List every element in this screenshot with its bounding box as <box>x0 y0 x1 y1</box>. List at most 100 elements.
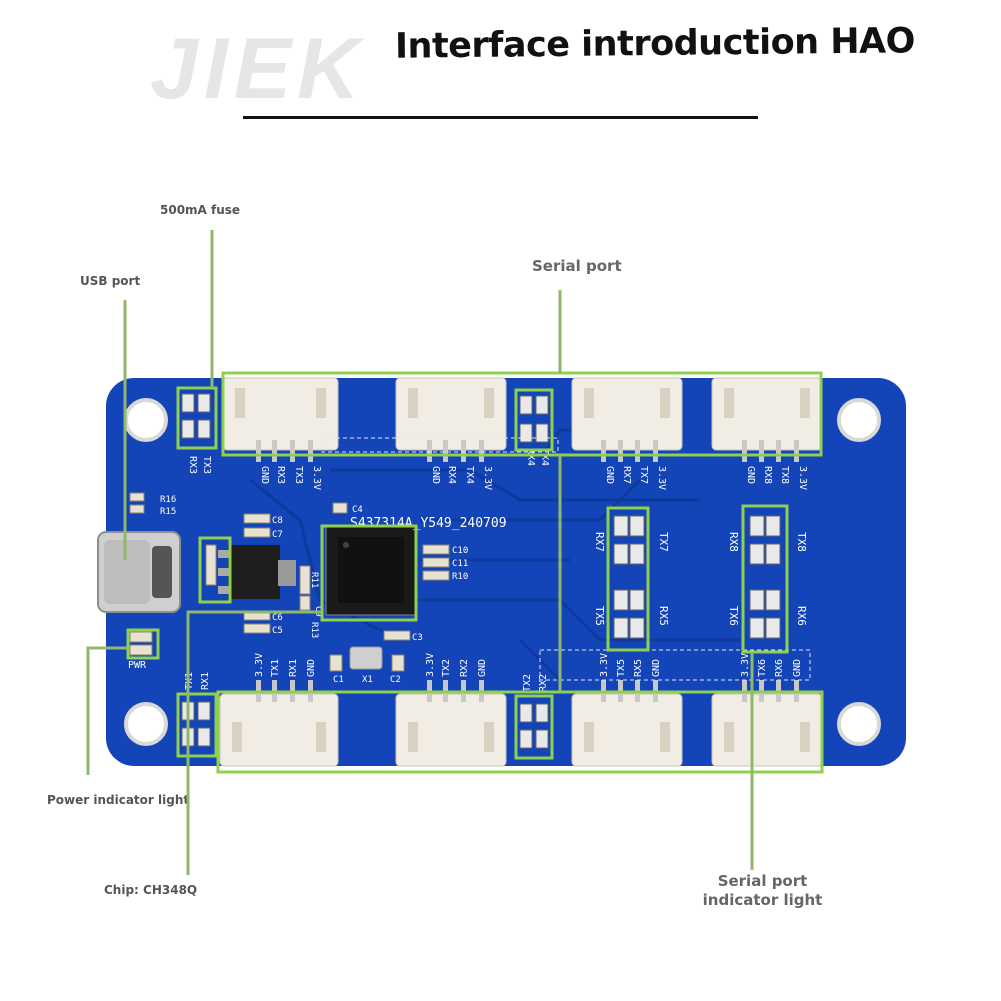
silk-bottom-4-gnd: GND <box>792 659 803 677</box>
highlight-serial-bottom <box>216 690 824 774</box>
mounting-holes <box>124 398 881 746</box>
highlight-led-group1 <box>606 506 650 652</box>
silk-g2-tx8: TX8 <box>795 532 808 552</box>
silk-pwr: PWR <box>128 660 147 671</box>
silk-top-1-rx3: RX3 <box>275 466 286 484</box>
silk-comp-c6: C6 <box>272 613 283 623</box>
silk-bottom-4-3.3v: 3.3V <box>740 653 751 677</box>
silk-top-3-tx7: TX7 <box>638 466 649 484</box>
silk-top-2-tx4: TX4 <box>464 466 475 484</box>
crystal-x1 <box>349 646 383 670</box>
dashed-outlines <box>321 437 811 681</box>
silk-led-rx4: RX4 <box>525 448 536 466</box>
silk-top-4-rx8: RX8 <box>762 466 773 484</box>
highlight-led-top-mid <box>514 388 554 452</box>
silk-top-3-rx7: RX7 <box>621 466 632 484</box>
silk-g1-rx7: RX7 <box>593 532 606 552</box>
watermark-logo: JIEK <box>150 21 366 117</box>
silk-led-tx3: TX3 <box>201 456 212 474</box>
connector-bottom-2 <box>395 693 507 767</box>
silk-bottom-2-3.3v: 3.3V <box>425 653 436 677</box>
silk-g1-rx5: RX5 <box>657 606 670 626</box>
silk-top-3-gnd: GND <box>604 466 615 484</box>
silk-led-tx2: TX2 <box>522 674 533 692</box>
silk-top-4-tx8: TX8 <box>779 466 790 484</box>
bottom-connectors <box>219 693 823 767</box>
connector-top-1 <box>222 377 339 451</box>
silk-led-rx1: RX1 <box>200 672 211 690</box>
callout-usb-port: USB port <box>80 274 141 288</box>
silk-bottom-4-rx6: RX6 <box>774 659 785 677</box>
silk-bottom-1-tx1: TX1 <box>270 659 281 677</box>
highlight-led-group2 <box>741 504 789 654</box>
connector-top-2 <box>395 377 507 451</box>
silk-g2-rx8: RX8 <box>727 532 740 552</box>
highlight-boxes <box>126 371 824 774</box>
silk-top-2-3.3v: 3.3V <box>482 466 493 490</box>
silk-comp-x1: X1 <box>362 675 373 685</box>
silk-led-tx4: TX4 <box>539 448 550 466</box>
silk-bottom-2-gnd: GND <box>477 659 488 677</box>
callout-fuse: 500mA fuse <box>160 203 241 217</box>
ch348q-chip <box>325 524 417 616</box>
highlight-led-bottom-left <box>176 692 218 758</box>
silk-led-rx3: RX3 <box>187 456 198 474</box>
silk-board-id: S437314A_Y549_240709 <box>350 516 507 531</box>
silk-comp-c10: C10 <box>452 546 468 556</box>
connector-bottom-4 <box>711 693 823 767</box>
title-underline <box>243 116 758 119</box>
silk-comp-c3: C3 <box>412 633 423 643</box>
silk-bottom-2-rx2: RX2 <box>459 659 470 677</box>
connector-top-3 <box>571 377 683 451</box>
callout-serial-indicator-line2: indicator light <box>702 891 823 909</box>
connector-bottom-3 <box>571 693 683 767</box>
silk-g1-tx5: TX5 <box>593 606 606 626</box>
highlight-led-top-left <box>176 386 218 450</box>
silk-bottom-3-gnd: GND <box>651 659 662 677</box>
silk-comp-c5: C5 <box>272 626 283 636</box>
silk-bottom-1-rx1: RX1 <box>288 659 299 677</box>
pcb-board <box>106 378 906 766</box>
silk-bottom-1-3.3v: 3.3V <box>254 653 265 677</box>
silk-top-4-gnd: GND <box>745 466 756 484</box>
silk-bottom-3-3.3v: 3.3V <box>599 653 610 677</box>
callout-serial-port: Serial port <box>532 257 622 275</box>
silk-g2-rx6: RX6 <box>795 606 808 626</box>
silk-comp-r16: R16 <box>160 495 176 505</box>
highlight-serial-top <box>221 371 823 457</box>
silk-bottom-1-gnd: GND <box>306 659 317 677</box>
silk-comp-c7: C7 <box>272 530 283 540</box>
usb-c-port <box>97 531 181 613</box>
silk-comp-c2: C2 <box>390 675 401 685</box>
silk-top-1-tx3: TX3 <box>293 466 304 484</box>
silk-comp-r11: R11 <box>309 572 319 588</box>
leader-lines <box>86 230 754 875</box>
silk-top-2-rx4: RX4 <box>446 466 457 484</box>
voltage-regulator <box>218 545 296 599</box>
smd-components <box>129 492 450 672</box>
silk-comp-r13: R13 <box>309 622 319 638</box>
silk-top-2-gnd: GND <box>430 466 441 484</box>
highlight-pwr <box>126 628 160 660</box>
callout-serial-indicator: Serial port indicator light <box>690 872 835 910</box>
silk-g1-tx7: TX7 <box>657 532 670 552</box>
silk-led-rx2: RX2 <box>538 674 549 692</box>
highlight-chip <box>320 524 418 622</box>
silk-comp-r10: R10 <box>452 572 468 582</box>
top-connectors <box>222 377 823 451</box>
silk-bottom-3-tx5: TX5 <box>616 659 627 677</box>
silk-top-3-3.3v: 3.3V <box>656 466 667 490</box>
silk-bottom-4-tx6: TX6 <box>757 659 768 677</box>
silk-comp-c4: C4 <box>352 505 363 515</box>
callout-power-indicator: Power indicator light <box>47 793 190 807</box>
silk-comp-r15: R15 <box>160 507 176 517</box>
silk-comp-c8: C8 <box>272 516 283 526</box>
silk-bottom-2-tx2: TX2 <box>441 659 452 677</box>
silk-comp-c11: C11 <box>452 559 468 569</box>
silk-top-4-3.3v: 3.3V <box>797 466 808 490</box>
connector-top-4 <box>711 377 823 451</box>
callout-serial-indicator-line1: Serial port <box>717 872 808 890</box>
silk-g2-tx6: TX6 <box>727 606 740 626</box>
